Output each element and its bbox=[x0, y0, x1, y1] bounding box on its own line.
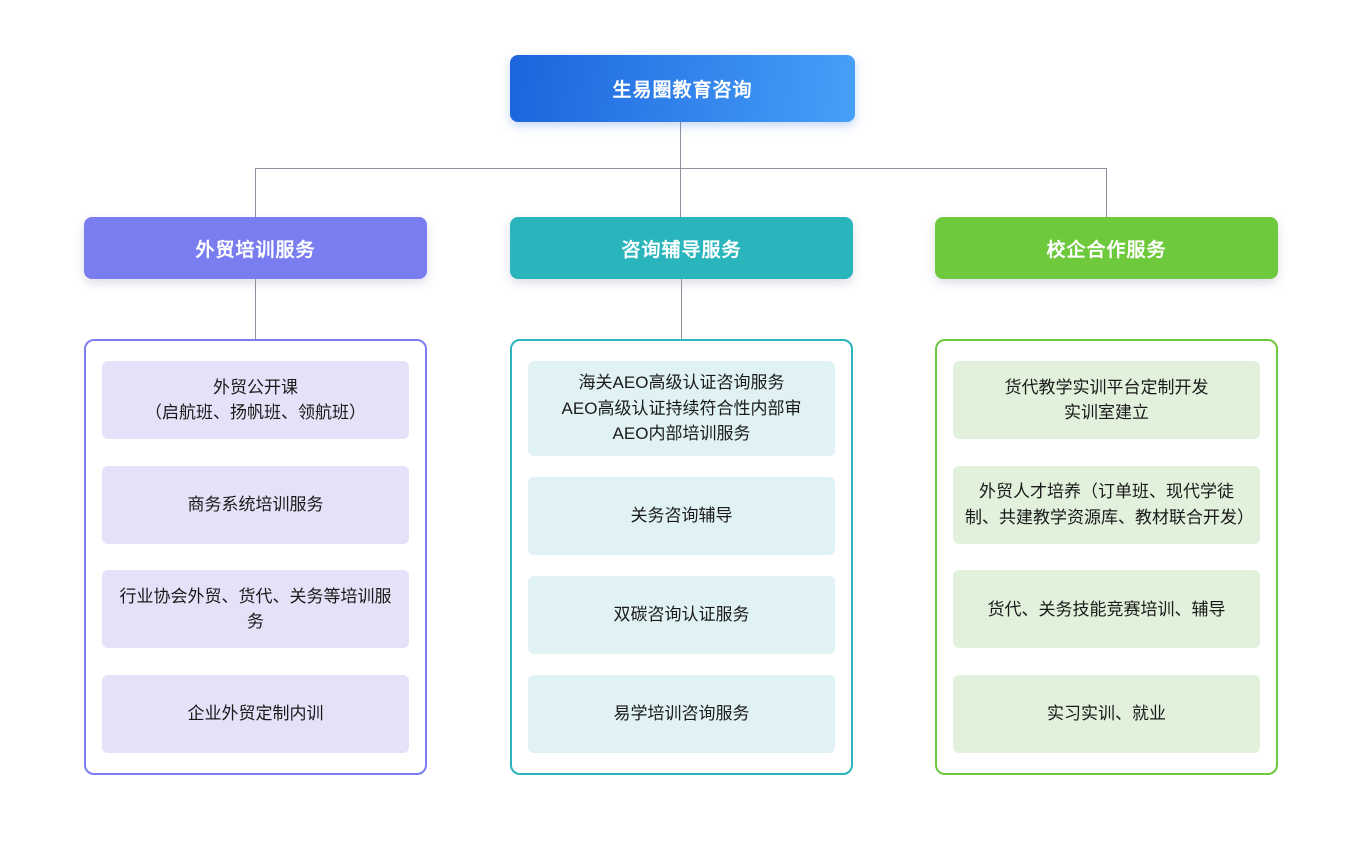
leaf-node-aeo-certification: 海关AEO高级认证咨询服务 AEO高级认证持续符合性内部审 AEO内部培训服务 bbox=[528, 361, 835, 456]
root-node-label: 生易圈教育咨询 bbox=[612, 80, 753, 101]
branch-trade-training: 外贸培训服务 外贸公开课 （启航班、扬帆班、领航班） 商务系统培训服务 行业协会… bbox=[84, 217, 427, 775]
branch-header-label: 校企合作服务 bbox=[1046, 239, 1167, 261]
connector-rail-to-branch-1 bbox=[255, 168, 256, 217]
leaf-node-dual-carbon: 双碳咨询认证服务 bbox=[528, 575, 835, 654]
connector-header-to-group bbox=[681, 279, 682, 339]
leaf-node-internship-employment: 实习实训、就业 bbox=[953, 674, 1260, 753]
branch-group-consulting: 海关AEO高级认证咨询服务 AEO高级认证持续符合性内部审 AEO内部培训服务 … bbox=[510, 339, 853, 775]
branch-header-consulting: 咨询辅导服务 bbox=[510, 217, 853, 279]
connector-rail-to-branch-3 bbox=[1106, 168, 1107, 217]
leaf-node-customs-consulting: 关务咨询辅导 bbox=[528, 476, 835, 555]
branch-group-trade-training: 外贸公开课 （启航班、扬帆班、领航班） 商务系统培训服务 行业协会外贸、货代、关… bbox=[84, 339, 427, 775]
branch-header-label: 外贸培训服务 bbox=[195, 239, 316, 261]
leaf-node-association-training: 行业协会外贸、货代、关务等培训服务 bbox=[102, 570, 409, 649]
leaf-node-open-course: 外贸公开课 （启航班、扬帆班、领航班） bbox=[102, 361, 409, 439]
leaf-node-enterprise-custom-training: 企业外贸定制内训 bbox=[102, 674, 409, 753]
leaf-node-yixue-training: 易学培训咨询服务 bbox=[528, 674, 835, 753]
leaf-node-training-platform: 货代教学实训平台定制开发 实训室建立 bbox=[953, 361, 1260, 439]
connector-rail bbox=[255, 168, 1107, 169]
branch-header-label: 咨询辅导服务 bbox=[621, 239, 742, 261]
leaf-node-skill-competition: 货代、关务技能竞赛培训、辅导 bbox=[953, 570, 1260, 649]
branch-group-school-enterprise: 货代教学实训平台定制开发 实训室建立 外贸人才培养（订单班、现代学徒制、共建教学… bbox=[935, 339, 1278, 775]
connector-rail-to-branch-2 bbox=[680, 168, 681, 217]
leaf-node-talent-cultivation: 外贸人才培养（订单班、现代学徒制、共建教学资源库、教材联合开发） bbox=[953, 465, 1260, 544]
root-node: 生易圈教育咨询 bbox=[510, 55, 855, 122]
branch-header-school-enterprise: 校企合作服务 bbox=[935, 217, 1278, 279]
leaf-node-business-system-training: 商务系统培训服务 bbox=[102, 465, 409, 544]
branch-school-enterprise: 校企合作服务 货代教学实训平台定制开发 实训室建立 外贸人才培养（订单班、现代学… bbox=[935, 217, 1278, 775]
connector-root-to-rail bbox=[680, 122, 681, 168]
branch-header-trade-training: 外贸培训服务 bbox=[84, 217, 427, 279]
connector-header-to-group bbox=[255, 279, 256, 339]
branch-consulting: 咨询辅导服务 海关AEO高级认证咨询服务 AEO高级认证持续符合性内部审 AEO… bbox=[510, 217, 853, 775]
